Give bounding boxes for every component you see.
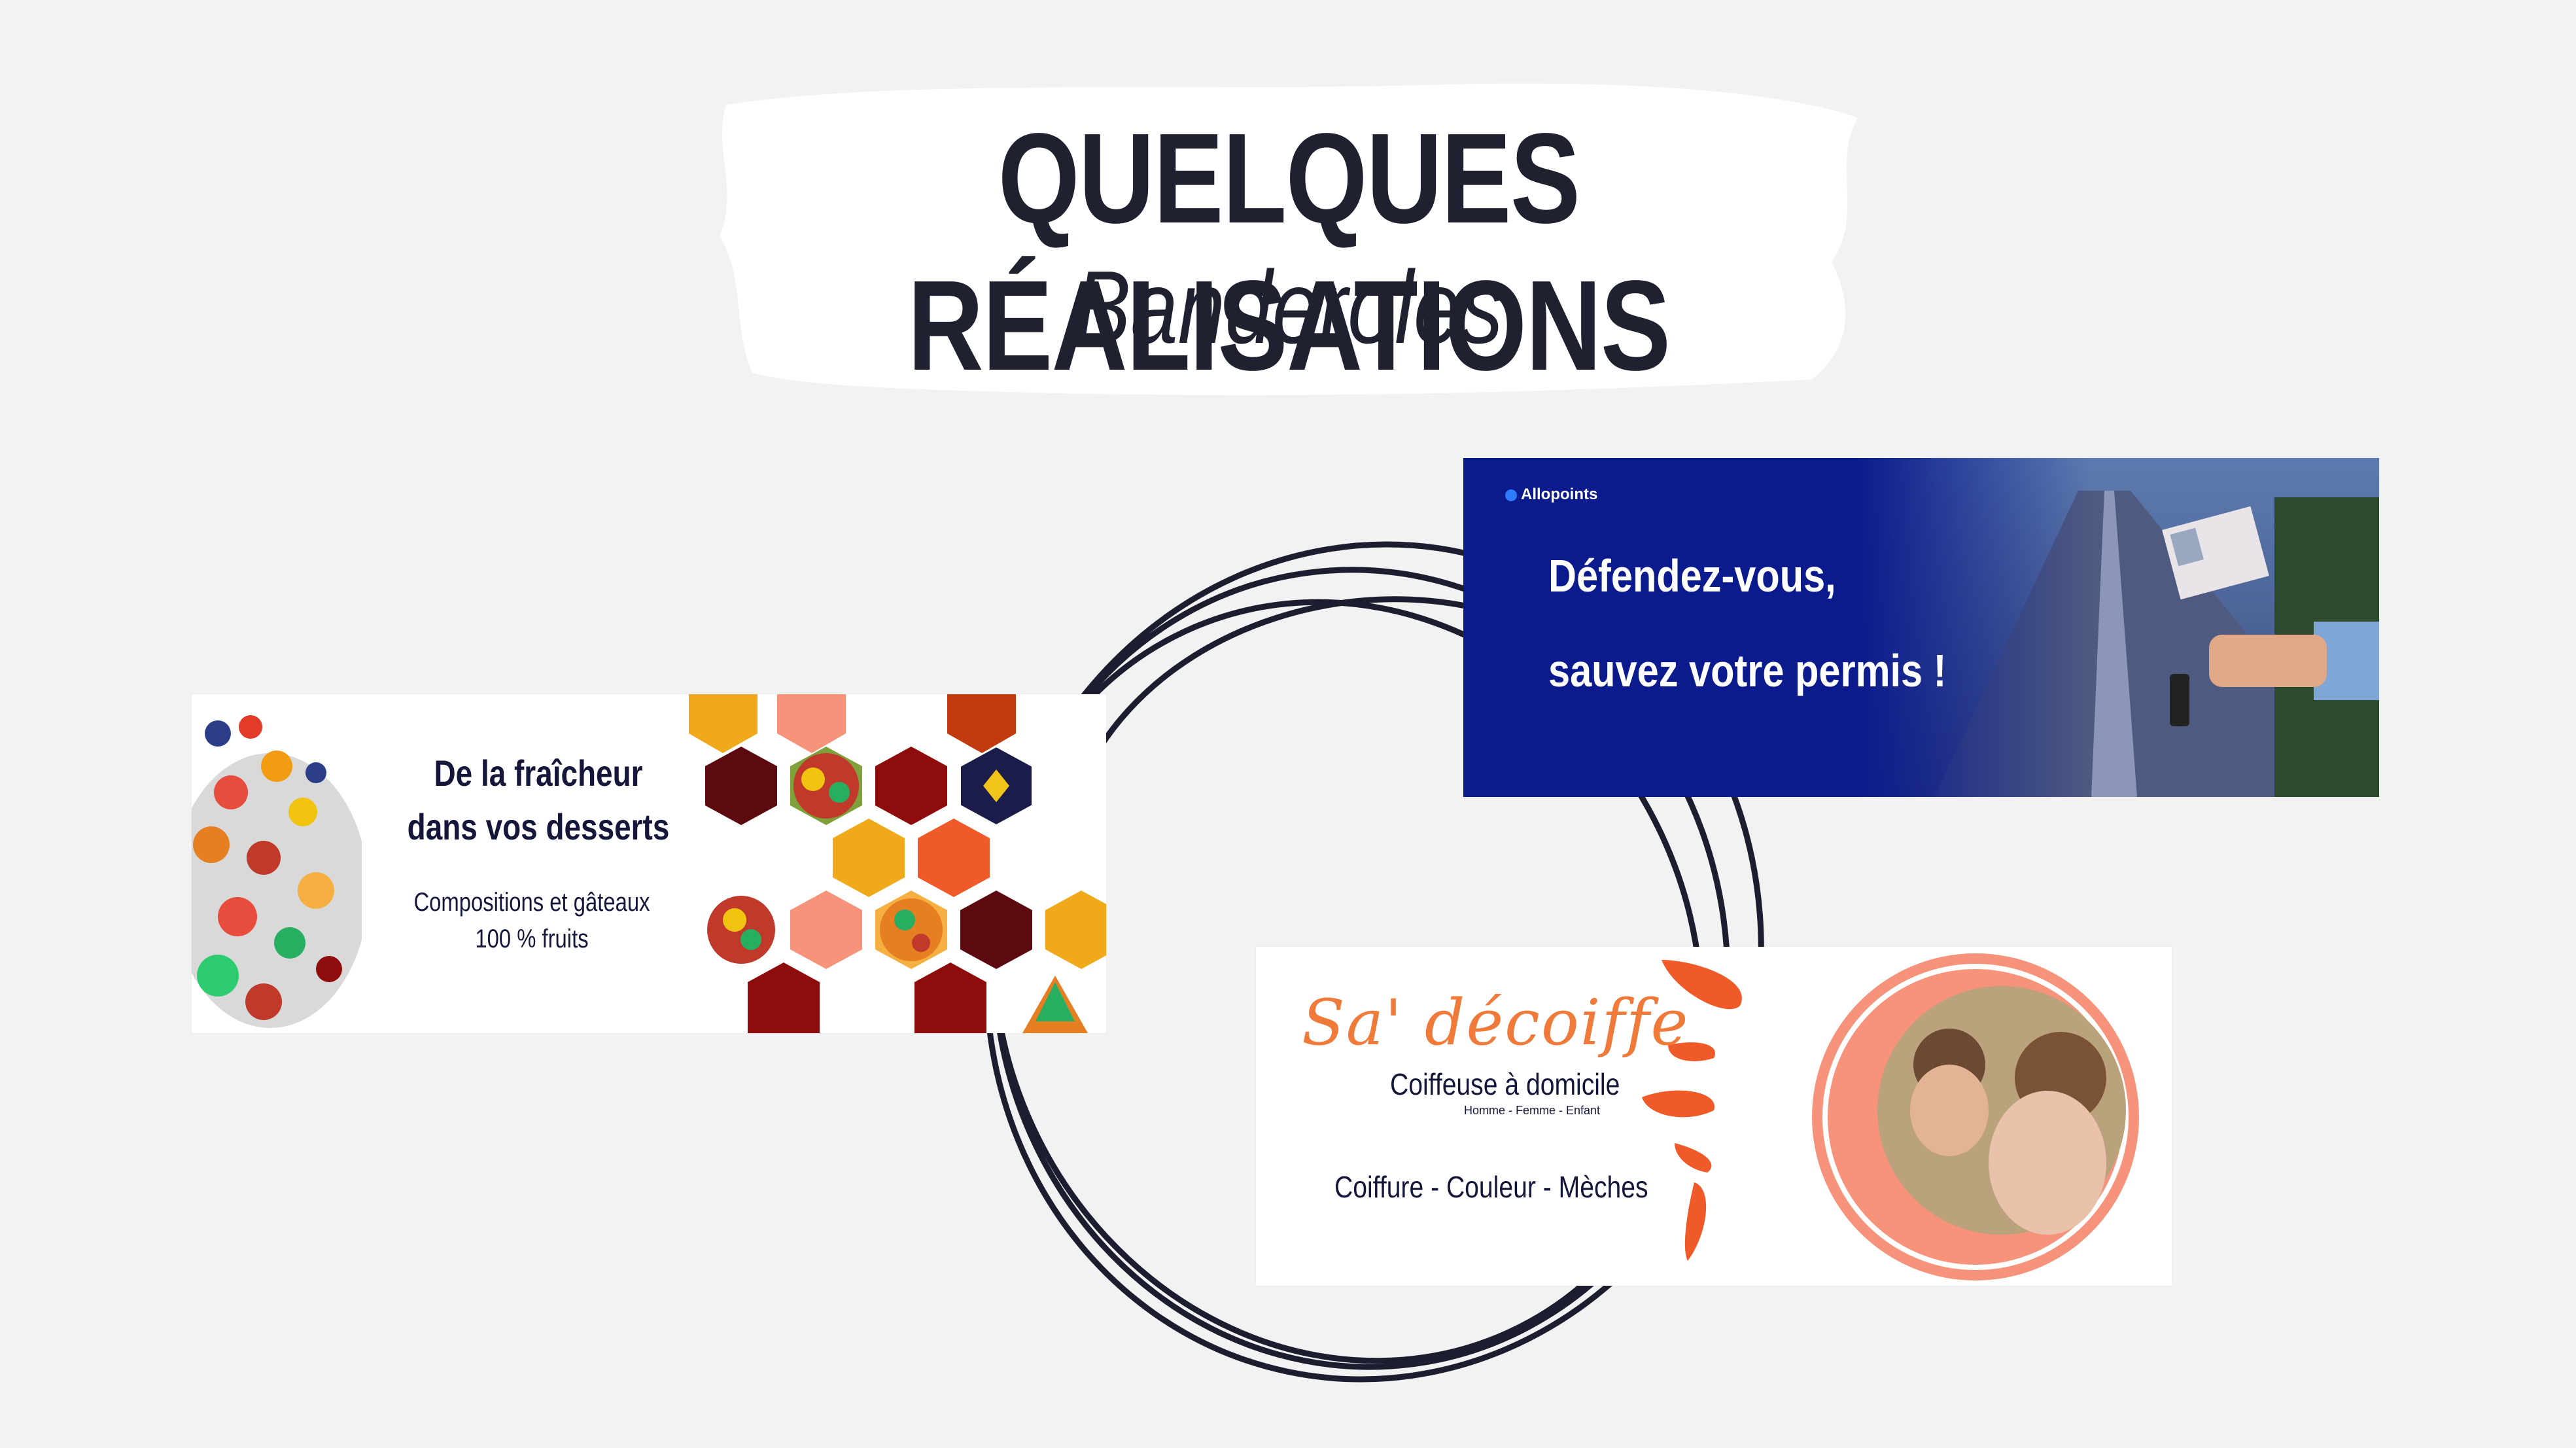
allopoints-brand: Allopoints <box>1521 486 1598 503</box>
allopoints-headline-line2: sauvez votre permis ! <box>1548 645 1947 696</box>
fruit-sub-line2: 100 % fruits <box>475 925 589 953</box>
coiffure-decor <box>1642 953 2139 1280</box>
highway-photo <box>1856 458 2379 797</box>
banner-fruit-desserts: De la fraîcheur dans vos desserts Compos… <box>192 694 1106 1033</box>
coiffure-title: Coiffeuse à domicile <box>1390 1067 1620 1101</box>
allopoints-logo-icon <box>1505 489 1517 501</box>
coiffure-tagline: Homme - Femme - Enfant <box>1464 1104 1601 1117</box>
banner-allopoints: Allopoints Défendez-vous, sauvez votre p… <box>1463 458 2379 797</box>
page-subtitle: Banderoles <box>1074 250 1503 365</box>
hexagon-mosaic <box>689 694 1106 1033</box>
coiffure-logo: Sa' décoiffe <box>1302 986 1690 1059</box>
fruit-headline: De la fraîcheur dans vos desserts <box>394 747 684 854</box>
banner-coiffure: Sa' décoiffe Coiffeuse à domicile Homme … <box>1256 947 2172 1286</box>
fruit-skewers-image <box>192 715 362 1028</box>
fruit-headline-line2: dans vos desserts <box>407 806 670 847</box>
fruit-headline-line1: De la fraîcheur <box>434 752 643 794</box>
fruit-subtext: Compositions et gâteaux 100 % fruits <box>392 884 671 957</box>
fruit-sub-line1: Compositions et gâteaux <box>413 888 650 917</box>
allopoints-headline-line1: Défendez-vous, <box>1548 550 1836 601</box>
coiffure-services: Coiffure - Couleur - Mèches <box>1334 1170 1648 1204</box>
page-title: QUELQUES RÉALISATIONS <box>907 107 1671 397</box>
title-brush-background <box>720 83 1858 395</box>
